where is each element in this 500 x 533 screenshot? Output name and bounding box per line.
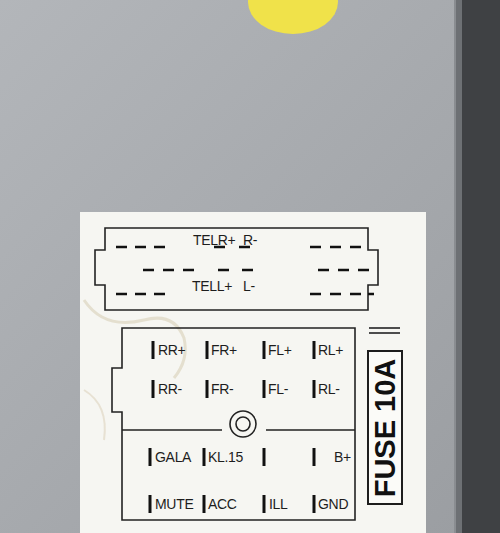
fuse-box: FUSE 10A — [367, 350, 403, 505]
connector-label: R- — [243, 232, 257, 248]
pin-label: B+ — [334, 449, 351, 465]
pin-label: ILL — [269, 496, 288, 512]
pin-label: MUTE — [155, 496, 193, 512]
pin-label: GALA — [155, 449, 191, 465]
pin-label: RR- — [158, 381, 182, 397]
pin-label: FR- — [211, 381, 233, 397]
pin-label: RL+ — [318, 342, 343, 358]
connector-label: L- — [243, 278, 255, 294]
pin-label: RL- — [318, 381, 340, 397]
pin-label: KL.15 — [208, 449, 243, 465]
pin-label: GND — [318, 496, 348, 512]
fuse-rating: FUSE 10A — [370, 358, 400, 497]
pin-label: RR+ — [158, 342, 186, 358]
pin-label: FL+ — [268, 342, 292, 358]
connector-label: TELR+ — [193, 232, 235, 248]
connector-label: TELL+ — [192, 278, 232, 294]
pin-label: ACC — [208, 496, 237, 512]
pin-label: FL- — [268, 381, 288, 397]
pin-label: FR+ — [211, 342, 237, 358]
